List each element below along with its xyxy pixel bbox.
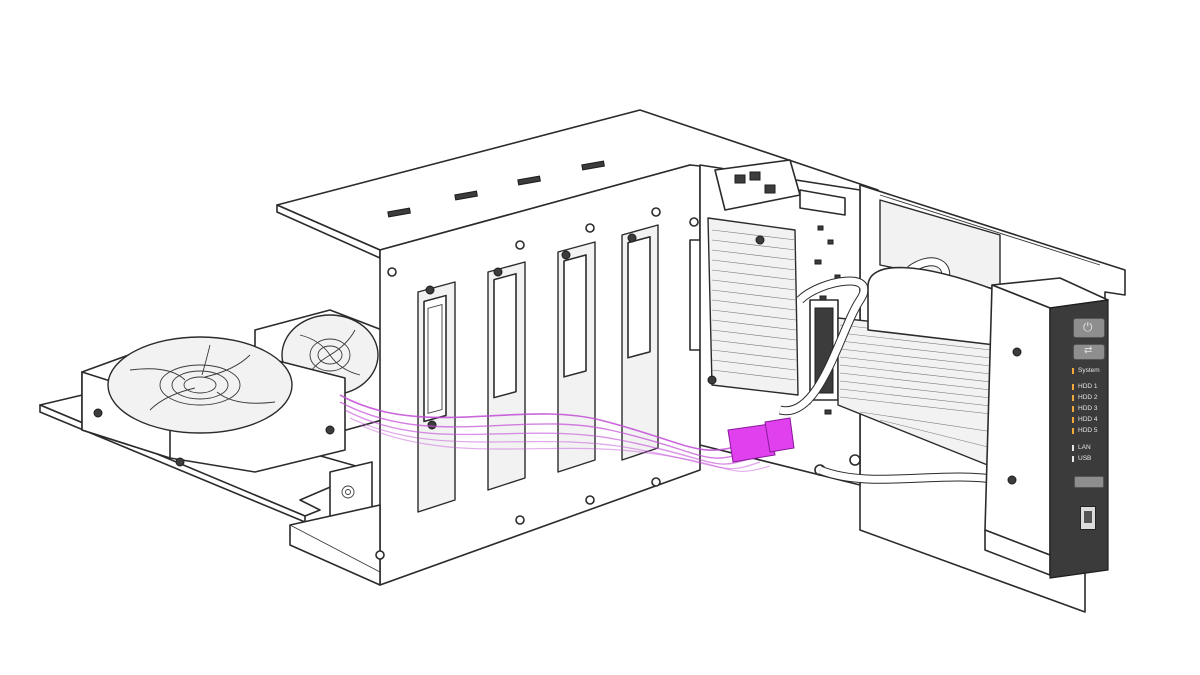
usb-cover[interactable] <box>1074 476 1104 488</box>
led-indicator-icon <box>1072 406 1074 412</box>
led-row: USB <box>1070 454 1106 464</box>
front-fan <box>81 336 346 473</box>
usb-port[interactable] <box>1080 506 1096 530</box>
led-label: HDD 4 <box>1078 416 1098 423</box>
power-button[interactable]: ⏻ <box>1073 318 1105 338</box>
led-label: LAN <box>1078 444 1091 451</box>
led-label: HDD 5 <box>1078 427 1098 434</box>
led-row: HDD 3 <box>1070 404 1106 414</box>
led-indicator-icon <box>1072 417 1074 423</box>
drive-slot-3 <box>557 223 596 505</box>
led-label: HDD 2 <box>1078 394 1098 401</box>
led-indicator-icon <box>1072 428 1074 434</box>
cable-loop <box>778 257 1001 485</box>
led-indicator-icon <box>1072 395 1074 401</box>
led-row: HDD 1 <box>1070 382 1106 392</box>
drive-bay-plate <box>289 164 701 586</box>
led-row: HDD 4 <box>1070 415 1106 425</box>
sata-cables <box>339 394 771 473</box>
led-label: USB <box>1078 455 1092 462</box>
reset-button[interactable]: ⇄ <box>1073 344 1105 360</box>
led-indicator-icon <box>1072 445 1074 451</box>
heatsink <box>707 217 799 396</box>
drive-slot-4 <box>621 207 661 487</box>
front-panel-bracket <box>984 277 1109 576</box>
led-row: HDD 2 <box>1070 393 1106 403</box>
led-indicator-icon <box>1072 368 1074 374</box>
io-connector <box>799 189 846 216</box>
led-row: LAN <box>1070 443 1106 453</box>
led-row: System <box>1070 366 1106 376</box>
led-label: System <box>1078 367 1100 374</box>
led-indicator-icon <box>1072 456 1074 462</box>
led-label: HDD 1 <box>1078 383 1098 390</box>
drive-slot-1 <box>375 267 456 560</box>
led-indicator-icon <box>1072 384 1074 390</box>
usb-port-inner <box>1084 511 1092 523</box>
reset-icon: ⇄ <box>1084 345 1093 356</box>
led-label: HDD 3 <box>1078 405 1098 412</box>
power-icon: ⏻ <box>1083 320 1093 334</box>
led-row: HDD 5 <box>1070 426 1106 436</box>
motherboard <box>699 159 861 486</box>
sata-connectors <box>727 417 795 463</box>
